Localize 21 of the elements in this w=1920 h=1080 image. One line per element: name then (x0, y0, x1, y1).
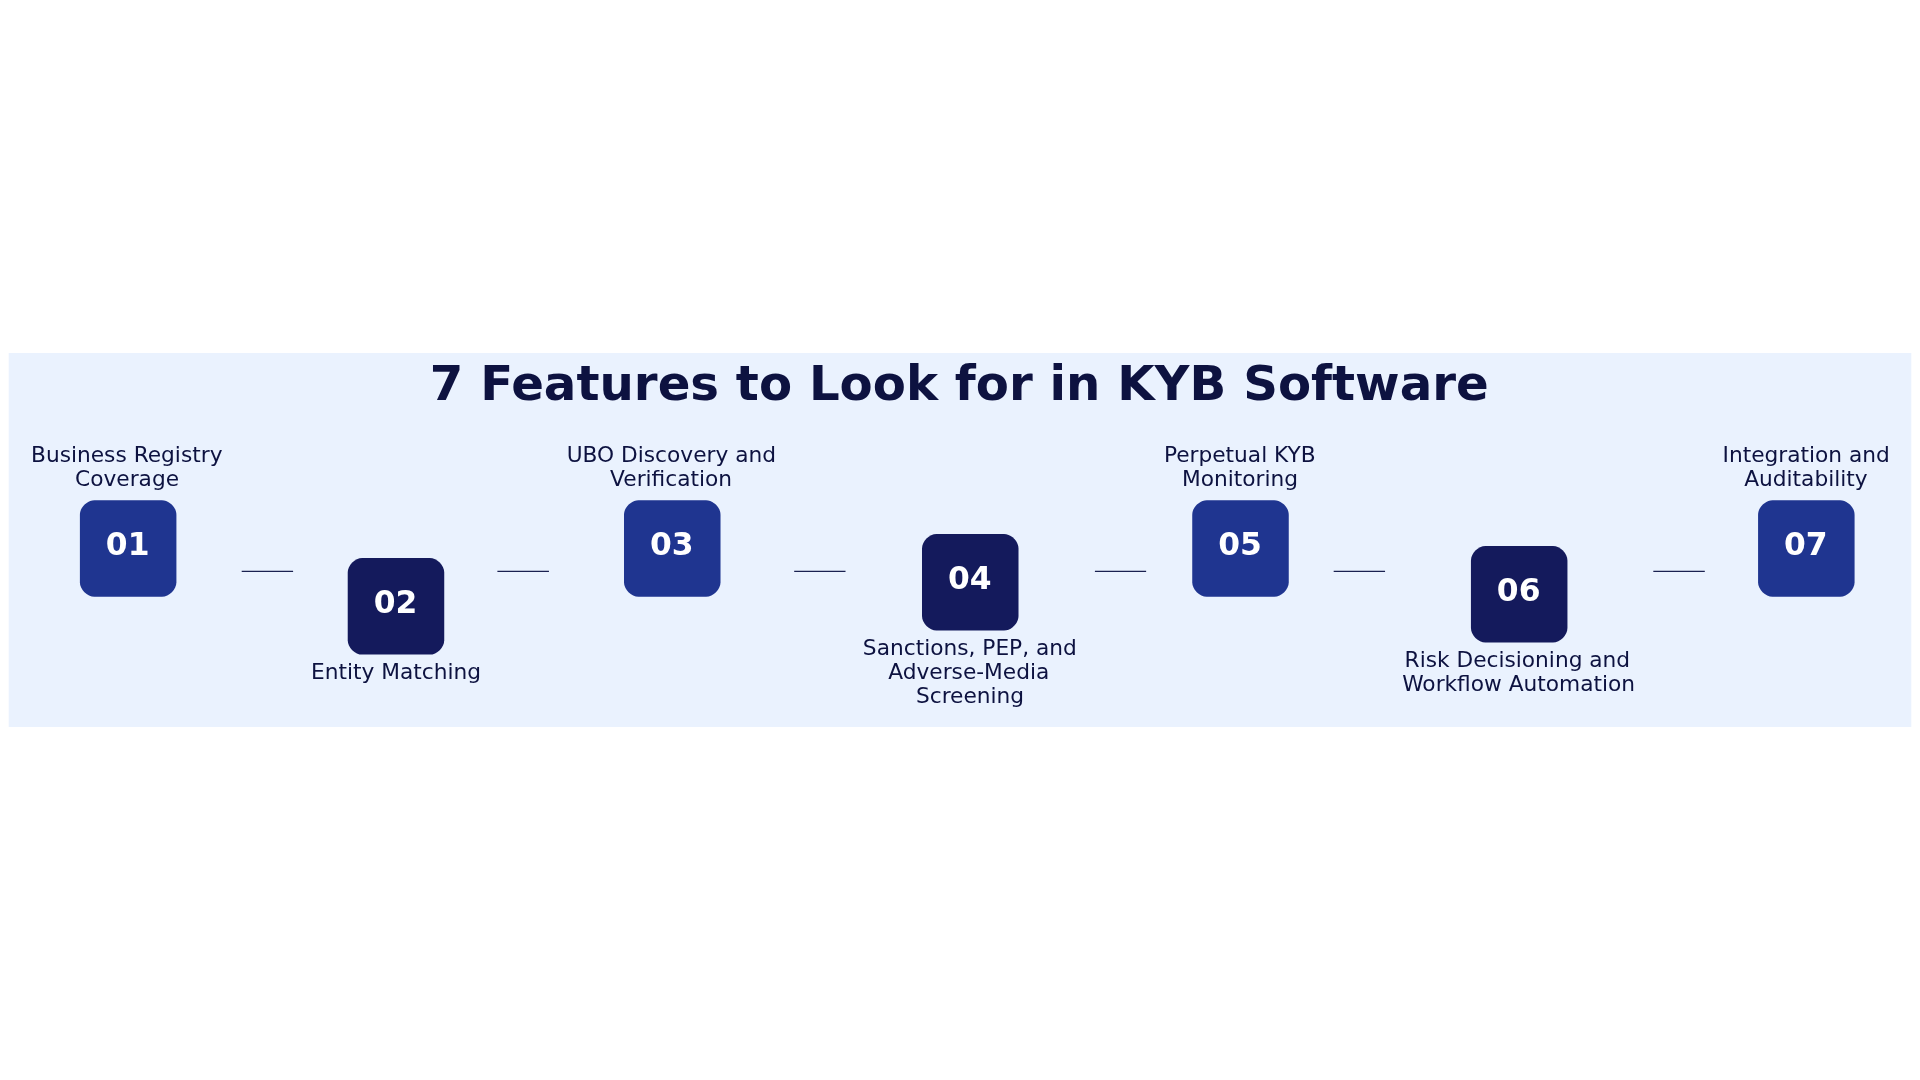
connector (793, 570, 847, 573)
node-label: UBO Discovery and Verification (566, 442, 777, 492)
node-box: 03 (624, 500, 721, 597)
node-box: 06 (1470, 546, 1568, 643)
connector (496, 570, 550, 573)
connector (1652, 570, 1706, 573)
node-box: 02 (347, 558, 445, 655)
node-label: Entity Matching (310, 659, 481, 685)
diagram-title: 7 Features to Look for in KYB Software (429, 355, 1489, 412)
node-label: Sanctions, PEP, and Adverse-Media Screening (862, 635, 1077, 709)
node-box: 01 (79, 500, 177, 597)
node-box: 07 (1758, 500, 1855, 597)
connector (1094, 570, 1147, 573)
node-label: Perpetual KYB Monitoring (1163, 442, 1316, 492)
connector (1332, 570, 1386, 573)
node-label: Risk Decisioning and Workflow Automation (1402, 647, 1636, 697)
connector (240, 570, 294, 573)
node-box: 05 (1192, 500, 1289, 597)
node-label: Business Registry Coverage (31, 442, 223, 492)
node-box: 04 (922, 533, 1019, 631)
node-label: Integration and Auditability (1722, 442, 1890, 492)
